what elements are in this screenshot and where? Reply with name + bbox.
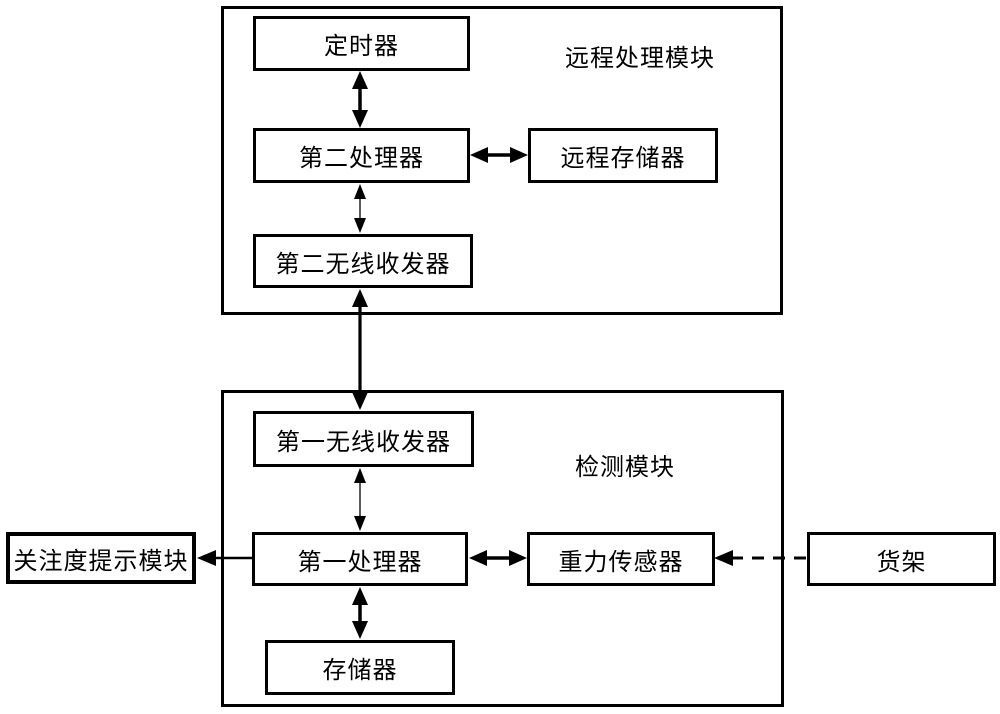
node-timer: 定时器 — [253, 16, 470, 71]
node-gravity-sensor: 重力传感器 — [527, 532, 715, 586]
remote-processing-module-label: 远程处理模块 — [565, 46, 715, 72]
node-second-transceiver: 第二无线收发器 — [253, 234, 473, 288]
node-first-processor: 第一处理器 — [252, 532, 468, 586]
node-storage-label: 存储器 — [322, 658, 398, 684]
node-attention-module-label: 关注度提示模块 — [13, 548, 189, 575]
node-gravity-sensor-label: 重力传感器 — [558, 549, 684, 576]
detection-module-label: 检测模块 — [575, 455, 675, 481]
remote-processing-module-container — [221, 6, 783, 315]
node-remote-storage: 远程存储器 — [528, 128, 718, 183]
detection-module-container — [221, 390, 784, 707]
node-storage: 存储器 — [265, 640, 455, 695]
node-first-processor-label: 第一处理器 — [297, 549, 423, 576]
node-second-processor: 第二处理器 — [253, 128, 470, 183]
node-timer-label: 定时器 — [324, 34, 399, 60]
node-first-transceiver-label: 第一无线收发器 — [276, 429, 451, 456]
node-remote-storage-label: 远程存储器 — [560, 146, 686, 172]
node-first-transceiver: 第一无线收发器 — [253, 411, 474, 467]
node-shelf: 货架 — [807, 532, 996, 586]
node-shelf-label: 货架 — [876, 549, 927, 576]
node-second-transceiver-label: 第二无线收发器 — [275, 251, 451, 278]
node-second-processor-label: 第二处理器 — [299, 146, 424, 172]
node-attention-module: 关注度提示模块 — [6, 532, 196, 584]
